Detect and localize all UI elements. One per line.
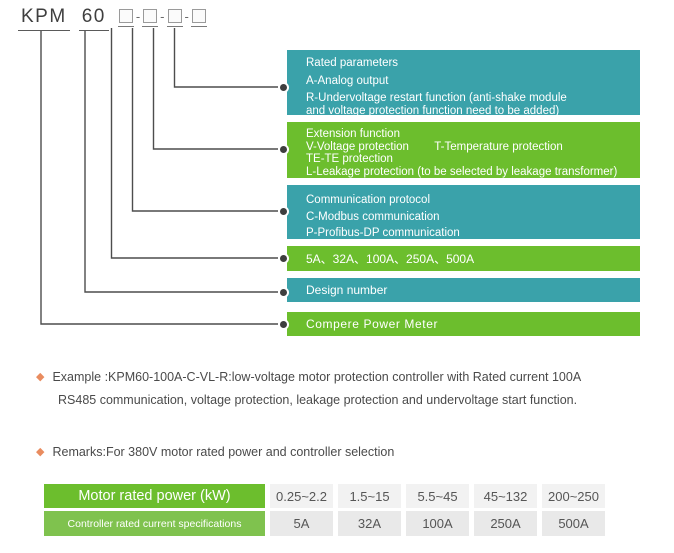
placeholder-square-icon: [167, 9, 182, 23]
callout-line: and voltage protection function need to …: [306, 105, 560, 117]
callout-line: Extension function: [306, 128, 400, 140]
example-line1: Example :KPM60-100A-C-VL-R:low-voltage m…: [52, 370, 582, 384]
model-number: KPM 60 - - -: [18, 6, 207, 31]
row-header-motor-power: Motor rated power (kW): [44, 484, 265, 508]
example-line2: RS485 communication, voltage protection,…: [58, 393, 578, 407]
connector-dot: [278, 205, 289, 217]
table-row: Controller rated current specifications …: [44, 511, 605, 536]
callout-line: Communication protocol: [306, 194, 431, 206]
diamond-bullet-icon: ◆: [36, 371, 45, 383]
placeholder-box-1: [117, 9, 134, 27]
placeholder-square-icon: [143, 9, 158, 23]
callout-line: Compere Power Meter: [306, 317, 439, 331]
table-cell: 5A: [270, 511, 333, 536]
placeholder-box-3: [166, 9, 183, 27]
callout-line: A-Analog output: [306, 75, 389, 87]
placeholder-square-icon: [191, 9, 206, 23]
table-cell: 100A: [406, 511, 469, 536]
callout-line: P-Profibus-DP communication: [306, 227, 460, 239]
diamond-bullet-icon: ◆: [36, 446, 45, 458]
callout-rated-parameters: Rated parameters A-Analog output R-Under…: [287, 50, 640, 117]
connector-dot: [278, 252, 289, 264]
placeholder-square-icon: [118, 9, 133, 23]
remarks-note: ◆ Remarks:For 380V motor rated power and …: [36, 441, 394, 464]
connector-dot: [278, 318, 289, 330]
callout-line: Rated parameters: [306, 57, 399, 69]
callout-line: V-Voltage protection T-Temperature prote…: [306, 140, 563, 153]
table-cell: 1.5~15: [338, 484, 401, 508]
table-cell: 500A: [542, 511, 605, 536]
connector-dot: [278, 81, 289, 93]
table-cell: 250A: [474, 511, 537, 536]
separator-dash: -: [135, 9, 141, 24]
placeholder-box-2: [142, 9, 159, 27]
model-design-code: 60: [78, 6, 109, 31]
example-note: ◆ Example :KPM60-100A-C-VL-R:low-voltage …: [36, 366, 581, 411]
table-cell: 45~132: [474, 484, 537, 508]
placeholder-box-4: [190, 9, 207, 27]
callout-design-number: Design number: [287, 278, 640, 302]
connector-dot: [278, 143, 289, 155]
callout-extension-function: Extension function V-Voltage protection …: [287, 122, 640, 178]
callout-communication-protocol: Communication protocol C-Modbus communic…: [287, 185, 640, 239]
callout-line: C-Modbus communication: [306, 210, 440, 223]
row-header-controller-current: Controller rated current specifications: [44, 511, 265, 536]
callout-rated-current: 5A、32A、100A、250A、500A: [287, 246, 640, 271]
separator-dash: -: [160, 9, 165, 24]
callout-product-family: Compere Power Meter: [287, 312, 640, 336]
callout-line: L-Leakage protection (to be selected by …: [306, 165, 618, 178]
connector-dot: [278, 286, 289, 298]
remarks-text: Remarks:For 380V motor rated power and c…: [52, 445, 395, 459]
callout-line: TE-TE protection: [306, 153, 393, 166]
table-row: Motor rated power (kW) 0.25~2.2 1.5~15 5…: [44, 484, 605, 508]
callout-line: R-Undervoltage restart function (anti-sh…: [306, 92, 567, 104]
model-prefix: KPM: [18, 6, 70, 31]
table-cell: 32A: [338, 511, 401, 536]
separator-dash: -: [184, 9, 189, 24]
callout-line: Design number: [306, 283, 388, 297]
table-cell: 0.25~2.2: [270, 484, 333, 508]
model-placeholders: - - -: [117, 9, 207, 27]
table-cell: 200~250: [542, 484, 605, 508]
table-cell: 5.5~45: [406, 484, 469, 508]
callout-line: 5A、32A、100A、250A、500A: [306, 252, 475, 266]
motor-selection-table: Motor rated power (kW) 0.25~2.2 1.5~15 5…: [44, 484, 605, 539]
